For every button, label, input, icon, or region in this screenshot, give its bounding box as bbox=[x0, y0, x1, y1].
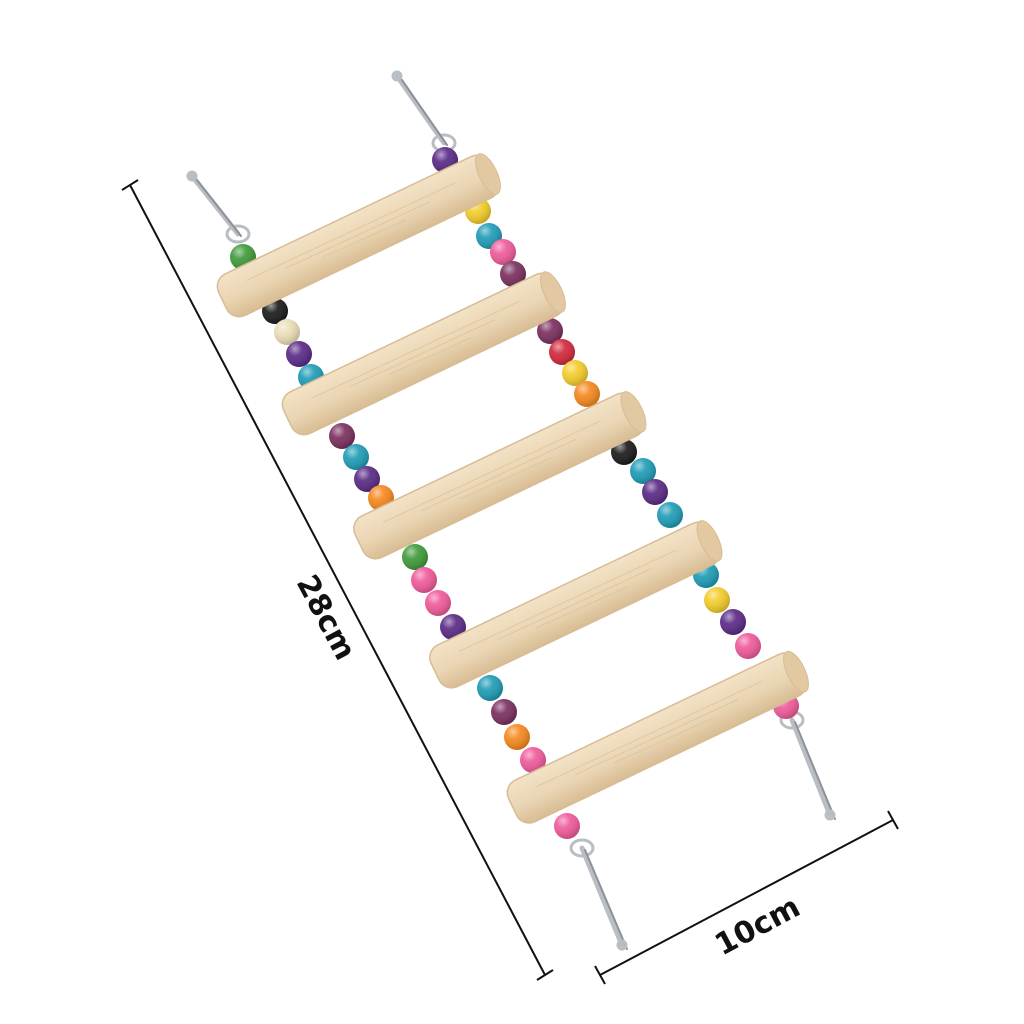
bead-shine bbox=[562, 360, 588, 386]
bead-shine bbox=[477, 675, 503, 701]
bead-shine bbox=[500, 261, 526, 287]
ladder-rung bbox=[429, 520, 723, 689]
width-dimension-tick-left bbox=[594, 965, 606, 985]
bead-shine bbox=[735, 633, 761, 659]
bead-shine bbox=[286, 341, 312, 367]
bead-shine bbox=[520, 747, 546, 773]
ladder-rung bbox=[216, 153, 501, 318]
wood-grain bbox=[535, 586, 628, 629]
wood-grain bbox=[459, 457, 552, 500]
rung-end bbox=[696, 520, 723, 562]
bead-shine bbox=[425, 590, 451, 616]
snap-hook-body bbox=[189, 173, 241, 237]
width-dimension-tick-right bbox=[887, 810, 899, 830]
wood-grain bbox=[323, 219, 406, 258]
wood-grain bbox=[284, 201, 431, 270]
height-label: 28cm bbox=[289, 569, 363, 666]
bead-shine bbox=[704, 587, 730, 613]
snap-hook-gate bbox=[196, 179, 242, 237]
snap-hook-body bbox=[789, 717, 833, 818]
snap-hook-gate bbox=[794, 721, 836, 820]
bead-shine bbox=[720, 609, 746, 635]
rung-end bbox=[474, 153, 501, 195]
bead-shine bbox=[630, 458, 656, 484]
bead-shine bbox=[549, 339, 575, 365]
clip-ring bbox=[225, 224, 251, 244]
snap-hook-gate bbox=[584, 849, 628, 950]
width-dimension-line bbox=[599, 819, 894, 976]
snap-hook-tip bbox=[824, 809, 836, 821]
rung-body bbox=[506, 652, 808, 824]
rung-body bbox=[281, 272, 565, 436]
bead-shine bbox=[491, 699, 517, 725]
snap-hook-tip bbox=[186, 170, 198, 182]
height-dimension-tick-bottom bbox=[536, 969, 554, 981]
bead-shine bbox=[329, 423, 355, 449]
bead-shine bbox=[411, 567, 437, 593]
rung-body bbox=[216, 154, 500, 318]
wood-grain bbox=[421, 438, 576, 512]
rung-end bbox=[539, 271, 566, 313]
width-label: 10cm bbox=[709, 890, 806, 964]
snap-hook-body bbox=[579, 845, 625, 948]
bead-shine bbox=[657, 502, 683, 528]
bead-shine bbox=[504, 724, 530, 750]
rung-body bbox=[353, 392, 645, 560]
wood-grain bbox=[349, 319, 496, 388]
ladder-rung bbox=[506, 650, 809, 824]
snap-hook-tip bbox=[616, 939, 628, 951]
wood-grain bbox=[382, 420, 601, 524]
snap-hook-gate bbox=[401, 79, 448, 146]
snap-hook-body bbox=[394, 73, 447, 146]
wood-grain bbox=[458, 549, 677, 653]
bead-shine bbox=[274, 319, 300, 345]
height-dimension-line bbox=[129, 184, 546, 976]
bead-shine bbox=[402, 544, 428, 570]
rung-body bbox=[429, 521, 721, 689]
wood-grain bbox=[536, 680, 763, 788]
rung-end bbox=[783, 650, 809, 693]
wood-grain bbox=[613, 717, 714, 764]
wood-grain bbox=[388, 337, 471, 376]
wood-grain bbox=[246, 182, 455, 281]
bead-shine bbox=[574, 381, 600, 407]
clip-ring bbox=[569, 838, 595, 858]
bead-shine bbox=[343, 444, 369, 470]
wood-grain bbox=[574, 698, 739, 776]
wood-grain bbox=[311, 300, 520, 399]
bird-ladder-toy bbox=[186, 70, 836, 951]
ladder-rung bbox=[353, 391, 647, 560]
height-dimension-tick-top bbox=[121, 179, 139, 191]
bead-shine bbox=[554, 813, 580, 839]
bead-shine bbox=[537, 318, 563, 344]
bead-shine bbox=[354, 466, 380, 492]
bead-shine bbox=[440, 614, 466, 640]
width-dimension: 10cm bbox=[594, 810, 899, 985]
ladder-rung bbox=[281, 271, 566, 436]
bead-shine bbox=[642, 479, 668, 505]
snap-hook-tip bbox=[391, 70, 403, 82]
bead-shine bbox=[490, 239, 516, 265]
wood-grain bbox=[497, 567, 652, 641]
rung-end bbox=[620, 391, 647, 433]
